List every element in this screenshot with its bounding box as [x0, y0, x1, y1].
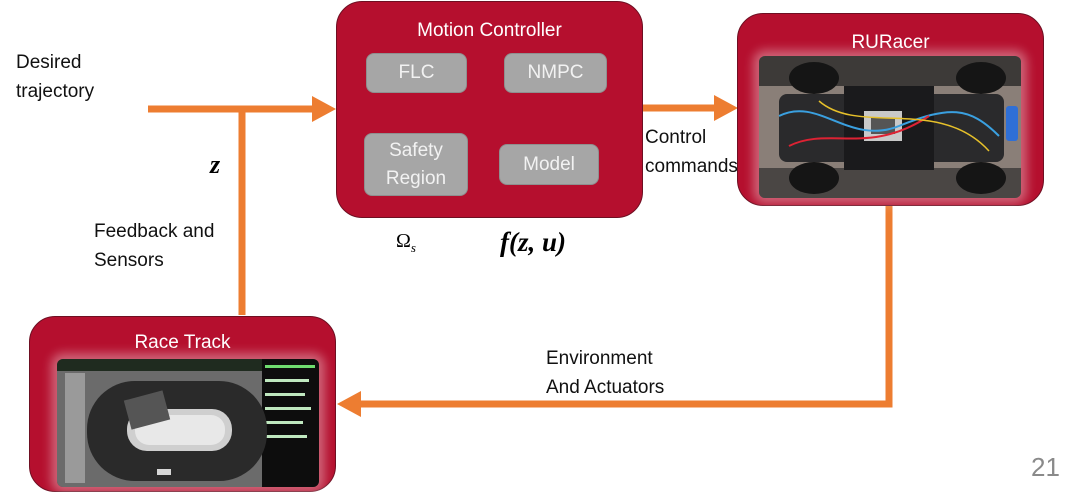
- ruracer-car-photo: [759, 56, 1021, 198]
- omega-s-symbol: Ωs: [396, 230, 416, 255]
- desired-trajectory-label: Desired trajectory: [16, 52, 95, 102]
- environment-actuators-label: Environment And Actuators: [546, 348, 665, 398]
- flc-block: FLC: [366, 53, 467, 93]
- environment-arrow: [337, 204, 893, 417]
- page-number: 21: [1031, 452, 1060, 482]
- z-symbol: z: [210, 150, 221, 179]
- desired-trajectory-arrow: [148, 96, 336, 122]
- nmpc-block: NMPC: [504, 53, 607, 93]
- motion-controller-title: Motion Controller: [417, 20, 562, 41]
- race-track-photo: [57, 359, 319, 487]
- race-track-title: Race Track: [134, 332, 231, 353]
- ruracer-block: RURacer: [737, 13, 1044, 206]
- race-track-block: Race Track: [29, 316, 336, 492]
- control-commands-label: Control commands: [645, 127, 738, 177]
- model-equation: f(z, u): [500, 227, 566, 257]
- ruracer-title: RURacer: [851, 32, 930, 53]
- safety-region-block: Safety Region: [364, 133, 468, 196]
- model-block: Model: [499, 144, 599, 185]
- motion-controller-block: Motion Controller FLC NMPC Safety Region…: [336, 1, 643, 218]
- feedback-sensors-label: Feedback and Sensors: [94, 221, 215, 271]
- control-commands-arrow: [641, 95, 738, 121]
